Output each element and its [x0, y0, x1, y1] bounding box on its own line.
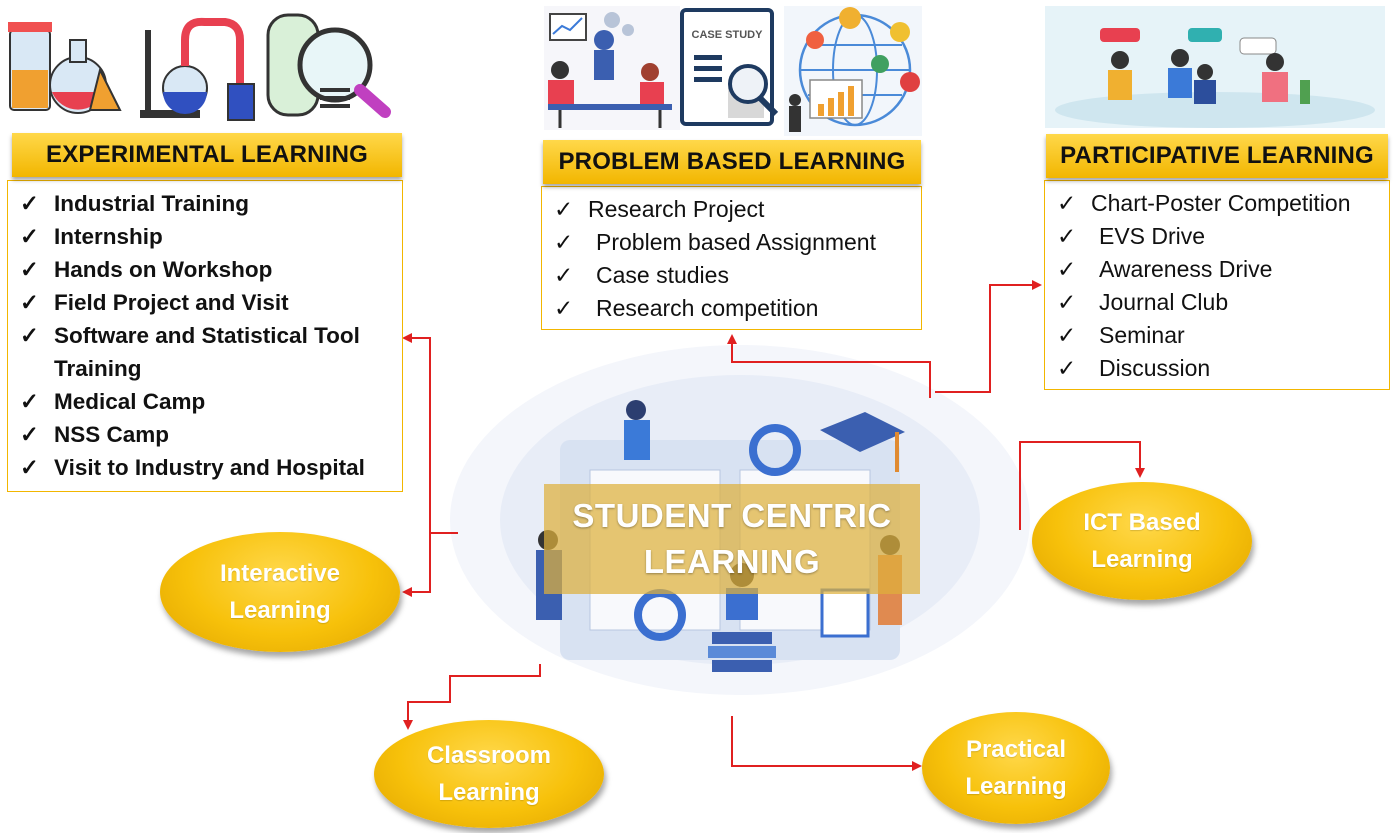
- check-icon: ✓: [20, 224, 39, 249]
- list-item: ✓Internship: [8, 220, 402, 253]
- check-icon: ✓: [1057, 355, 1077, 381]
- list-item: ✓Industrial Training: [8, 187, 402, 220]
- list-item: ✓Software and Statistical Tool: [8, 319, 402, 352]
- check-icon: ✓: [1057, 289, 1077, 315]
- arrow-to-experimental: [410, 337, 458, 534]
- list-item: ✓Problem based Assignment: [542, 226, 921, 259]
- list-item-continuation: Training: [54, 356, 142, 381]
- list-item: ✓Journal Club: [1045, 286, 1389, 319]
- check-icon: ✓: [20, 290, 39, 315]
- check-icon: ✓: [1057, 190, 1077, 216]
- problem-based-learning-header: PROBLEM BASED LEARNING: [543, 140, 921, 184]
- center-title-line1: STUDENT CENTRIC: [572, 497, 892, 534]
- list-item: ✓Chart-Poster Competition: [1045, 187, 1389, 220]
- check-icon: ✓: [1057, 256, 1077, 282]
- arrow-to-practical: [731, 716, 912, 767]
- list-item: ✓Awareness Drive: [1045, 253, 1389, 286]
- participative-learning-title: PARTICIPATIVE LEARNING: [1060, 142, 1374, 169]
- check-icon: ✓: [554, 229, 574, 255]
- check-icon: ✓: [1057, 223, 1077, 249]
- check-icon: ✓: [20, 257, 39, 282]
- participative-learning-box: ✓Chart-Poster Competition ✓EVS Drive ✓Aw…: [1044, 180, 1390, 390]
- list-item: ✓Discussion: [1045, 352, 1389, 385]
- participative-learning-list: ✓Chart-Poster Competition ✓EVS Drive ✓Aw…: [1045, 187, 1389, 385]
- check-icon: ✓: [554, 262, 574, 288]
- list-item: ✓Visit to Industry and Hospital: [8, 451, 402, 484]
- check-icon: ✓: [20, 455, 39, 480]
- team-meeting-illustration: [544, 6, 680, 130]
- list-item: ✓Research Project: [542, 193, 921, 226]
- arrow-to-problem-based: [731, 344, 931, 398]
- check-icon: ✓: [554, 295, 574, 321]
- list-item: ✓Seminar: [1045, 319, 1389, 352]
- list-item: ✓EVS Drive: [1045, 220, 1389, 253]
- check-icon: ✓: [1057, 322, 1077, 348]
- check-icon: ✓: [20, 422, 39, 447]
- arrow-to-participative: [935, 284, 1032, 393]
- experimental-learning-list: ✓Industrial Training ✓Internship ✓Hands …: [8, 187, 402, 484]
- check-icon: ✓: [20, 191, 39, 216]
- lab-glassware-illustration: [8, 13, 391, 121]
- check-icon: ✓: [20, 323, 39, 348]
- check-icon: ✓: [20, 389, 39, 414]
- list-item: ✓Research competition: [542, 292, 921, 325]
- list-item: ✓NSS Camp: [8, 418, 402, 451]
- arrow-to-ict: [1019, 441, 1141, 530]
- list-item: ✓Hands on Workshop: [8, 253, 402, 286]
- problem-based-learning-title: PROBLEM BASED LEARNING: [558, 148, 906, 175]
- globe-analytics-illustration: [784, 6, 922, 136]
- discussion-group-illustration: [1045, 6, 1385, 128]
- list-item: ✓Field Project and Visit: [8, 286, 402, 319]
- student-centric-learning-title: STUDENT CENTRIC LEARNING: [544, 484, 920, 594]
- arrow-to-classroom: [407, 664, 541, 720]
- check-icon: ✓: [554, 196, 574, 222]
- case-study-label: CASE STUDY: [692, 29, 764, 41]
- problem-based-learning-list: ✓Research Project ✓Problem based Assignm…: [542, 193, 921, 325]
- problem-based-learning-box: ✓Research Project ✓Problem based Assignm…: [541, 186, 922, 330]
- participative-learning-header: PARTICIPATIVE LEARNING: [1046, 134, 1388, 178]
- experimental-learning-title: EXPERIMENTAL LEARNING: [45, 141, 368, 168]
- list-item: ✓Case studies: [542, 259, 921, 292]
- experimental-learning-box: ✓Industrial Training ✓Internship ✓Hands …: [7, 180, 403, 492]
- experimental-learning-header: EXPERIMENTAL LEARNING: [12, 133, 402, 177]
- connector-arrows: [402, 280, 1145, 771]
- center-title-line2: LEARNING: [643, 543, 821, 580]
- arrow-to-interactive: [410, 533, 431, 593]
- case-study-illustration: CASE STUDY: [680, 8, 779, 126]
- list-item: ✓Medical Camp: [8, 385, 402, 418]
